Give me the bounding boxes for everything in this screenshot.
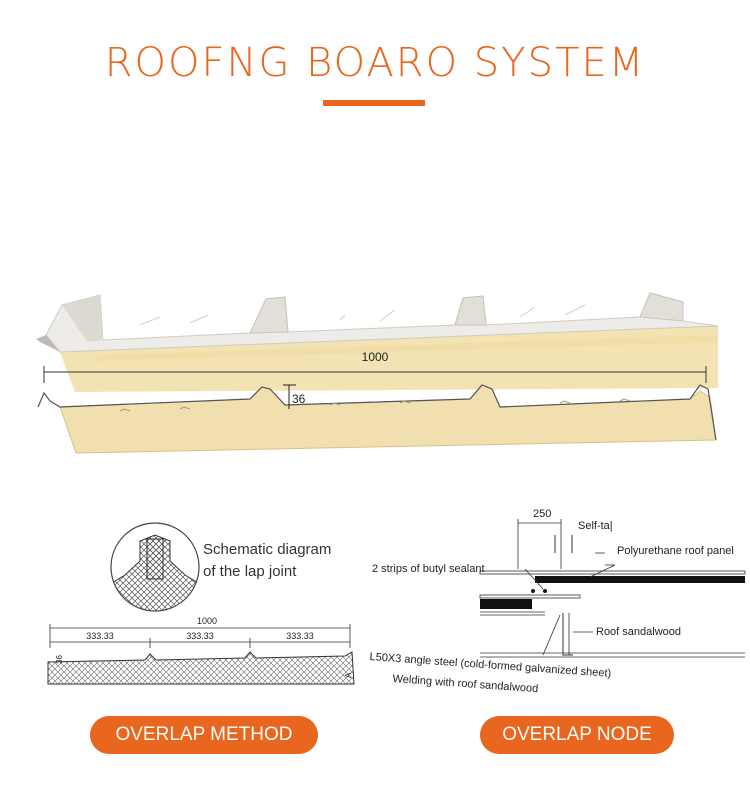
profile-foam (59, 384, 717, 454)
page-title: ROOFNG BOARO SYSTEM (104, 40, 646, 86)
segment-label-1: 333.33 (86, 631, 114, 641)
segment-label-3: 333.33 (286, 631, 314, 641)
rib-height-label: 36 (292, 392, 306, 406)
rib-3 (639, 292, 684, 322)
lap-joint-caption-2: of the lap joint (203, 563, 297, 580)
segment-label-2: 333.33 (186, 631, 214, 641)
lap-joint-schematic (110, 522, 200, 612)
node-sealant-label: 2 strips of butyl sealant (372, 563, 485, 575)
overlap-node-button[interactable]: OVERLAP NODE (480, 716, 674, 754)
overlap-total-label: 1000 (197, 616, 217, 626)
profile-top-sheet (37, 384, 717, 441)
panel-3d-render (36, 292, 719, 392)
node-panel-label: Polyurethane roof panel (617, 545, 734, 557)
lap-joint-caption-1: Schematic diagram (203, 541, 332, 558)
rib-1 (249, 296, 289, 334)
overlap-panel-section (47, 651, 355, 685)
overlap-rib-label: 36 (55, 655, 64, 664)
overlap-method-drawing: 1000 333.33 333.33 333.33 36 A (47, 616, 355, 685)
node-welding-label: Welding with roof sandalwood (392, 673, 539, 696)
node-dim-label: 250 (533, 508, 552, 520)
node-self-tap-label: Self-ta| (578, 520, 613, 532)
width-dimension-label: 1000 (362, 350, 389, 364)
overlap-end-label: A (344, 672, 353, 678)
overlap-node-drawing (479, 519, 746, 658)
left-edge-fold (36, 335, 60, 352)
title-underline (323, 100, 425, 106)
profile-cross-section: 1000 36 (37, 350, 717, 454)
node-purlin-label: Roof sandalwood (596, 626, 682, 638)
rib-2 (454, 295, 487, 326)
overlap-method-button[interactable]: OVERLAP METHOD (90, 716, 318, 754)
